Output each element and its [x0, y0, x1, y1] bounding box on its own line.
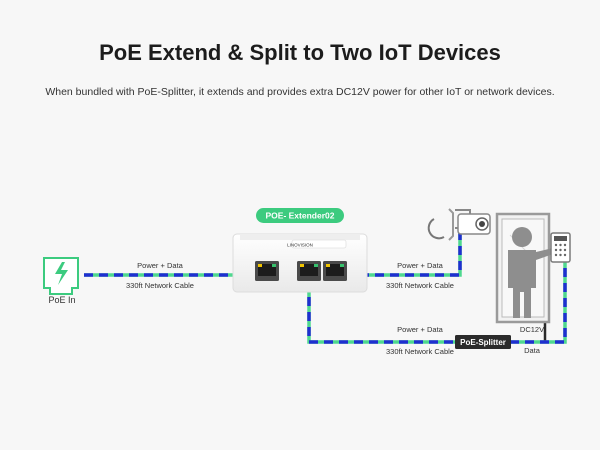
- page-subtitle: When bundled with PoE-Splitter, it exten…: [45, 86, 555, 98]
- ip-camera-icon: [427, 208, 491, 241]
- poe-in-label: PoE In: [48, 295, 75, 305]
- device-name-label: POE- Extender02: [266, 211, 335, 221]
- link-out2-top-label: Power + Data: [397, 325, 443, 334]
- access-control-icon: [550, 232, 571, 263]
- link-in-bottom-label: 330ft Network Cable: [126, 281, 194, 290]
- port-in: [255, 261, 279, 281]
- device-brand-label: LINOVISION: [287, 243, 313, 248]
- data-label: Data: [524, 346, 541, 355]
- person-icon: [508, 227, 553, 318]
- page-title: PoE Extend & Split to Two IoT Devices: [99, 40, 501, 65]
- splitter-label: PoE-Splitter: [460, 338, 506, 347]
- poe-in-icon: [43, 257, 79, 295]
- link-in-top-label: Power + Data: [137, 261, 183, 270]
- extender-device: POE- Extender02 LINOVISION: [232, 208, 368, 293]
- cable-to-splitter: [307, 282, 456, 344]
- cable-to-camera: [345, 233, 462, 277]
- port-out-1: [297, 261, 321, 281]
- link-out1-bottom-label: 330ft Network Cable: [386, 281, 454, 290]
- port-out-2: [323, 261, 347, 281]
- dc12v-label: DC12V: [520, 325, 544, 334]
- link-out1-top-label: Power + Data: [397, 261, 443, 270]
- cable-data: [510, 258, 567, 344]
- poe-splitter: PoE-Splitter: [455, 335, 511, 349]
- device-name-badge: [256, 208, 344, 223]
- link-out2-bottom-label: 330ft Network Cable: [386, 347, 454, 356]
